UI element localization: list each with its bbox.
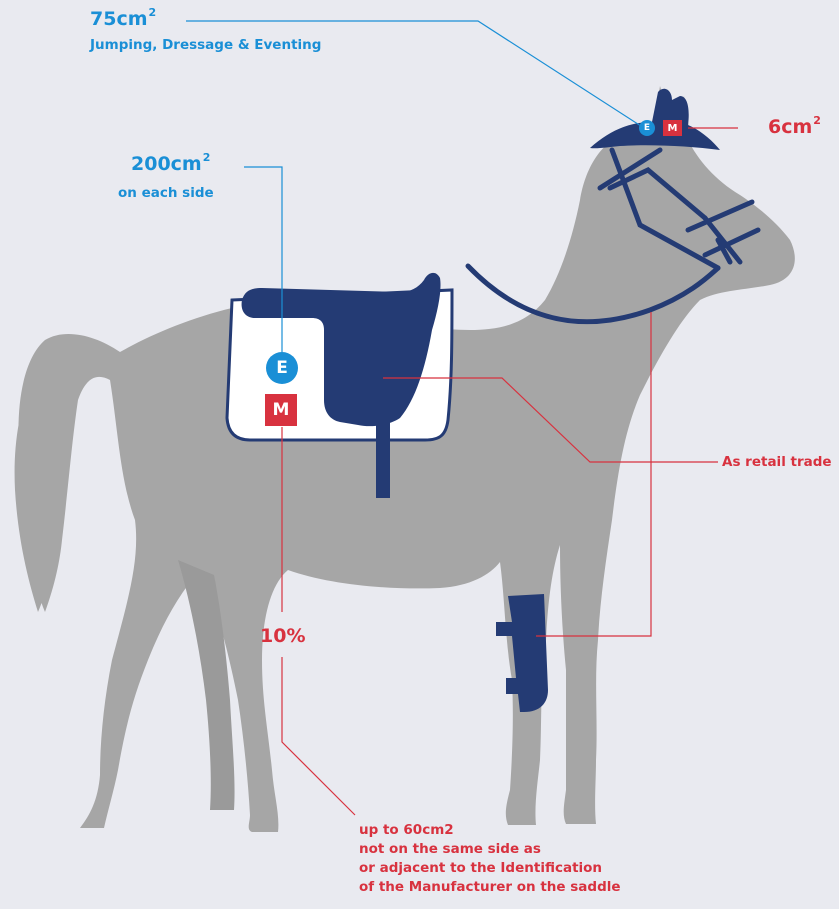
saddle-area-description: on each side: [118, 185, 214, 201]
percent-label: 10%: [260, 625, 305, 647]
note-line-4: of the Manufacturer on the saddle: [359, 879, 621, 895]
m-badge-helmet: M: [663, 120, 682, 136]
stirrup-leather: [376, 420, 390, 498]
m-badge-saddle: M: [265, 394, 297, 426]
percent-callout-line-bottom: [282, 657, 355, 815]
helmet-area-value: 75cm2: [90, 8, 156, 30]
e-badge-helmet: E: [639, 120, 655, 136]
note-line-3: or adjacent to the Identification: [359, 860, 602, 876]
retail-trade-label: As retail trade: [722, 454, 832, 470]
note-line-2: not on the same side as: [359, 841, 541, 857]
note-line-1: up to 60cm2: [359, 822, 454, 838]
e-badge-saddle: E: [266, 352, 298, 384]
leg-boot: [496, 594, 548, 712]
ear-bonnet: [590, 89, 720, 150]
bridle-area-value: 6cm2: [768, 116, 821, 138]
saddle-area-value: 200cm2: [131, 153, 210, 175]
helmet-area-description: Jumping, Dressage & Eventing: [90, 37, 321, 53]
